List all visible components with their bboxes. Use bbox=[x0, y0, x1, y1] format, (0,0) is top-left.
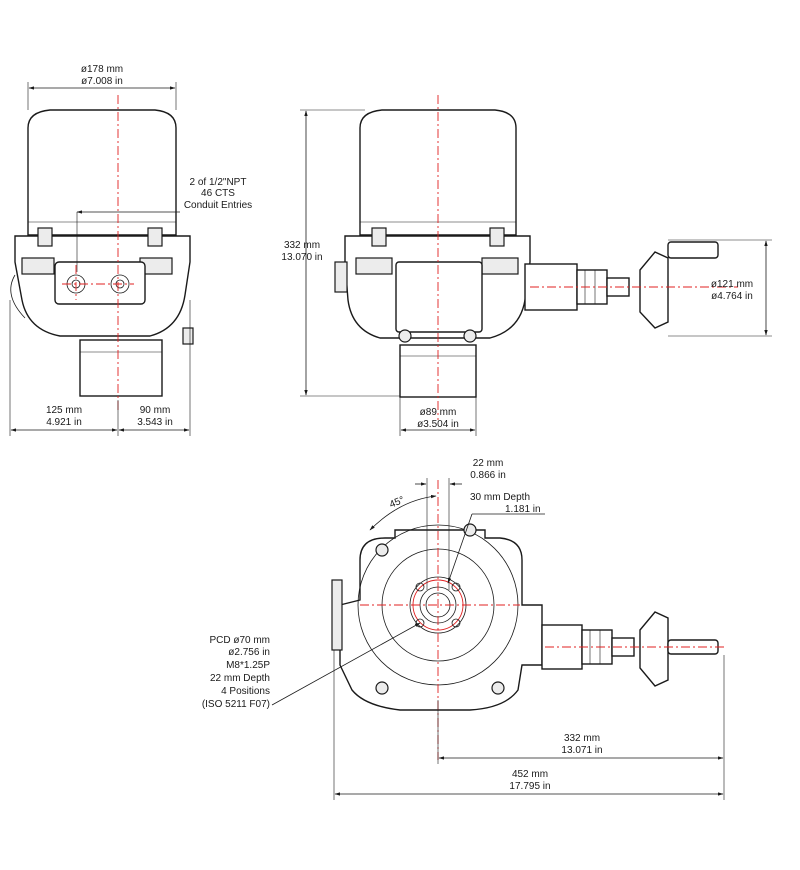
front-right-in: 3.543 in bbox=[137, 417, 173, 428]
conduit-label-1: 2 of 1/2"NPT bbox=[190, 177, 247, 188]
top-reach-mm: 332 mm bbox=[564, 733, 600, 744]
front-width-in: ø7.008 in bbox=[81, 76, 123, 87]
top-handwheel bbox=[639, 611, 669, 687]
bolt-hole bbox=[451, 618, 461, 628]
top-view: 22 mm 0.866 in 45° 30 mm Depth 1.181 in … bbox=[202, 458, 725, 800]
side-height-mm: 332 mm bbox=[284, 240, 320, 251]
side-base-mm: ø89 mm bbox=[420, 407, 457, 418]
pcd-label-6: (ISO 5211 F07) bbox=[202, 699, 270, 710]
top-key-mm: 22 mm bbox=[473, 458, 504, 469]
pcd-label-4: 22 mm Depth bbox=[210, 673, 270, 684]
top-depth-in: 1.181 in bbox=[505, 504, 541, 515]
side-height-in: 13.070 in bbox=[281, 252, 322, 263]
front-left-mm: 125 mm bbox=[46, 405, 82, 416]
front-view: ø178 mm ø7.008 in 2 of 1/2"NPT 46 CTS Co… bbox=[9, 64, 252, 436]
front-right-mm: 90 mm bbox=[140, 405, 171, 416]
pcd-label-3: M8*1.25P bbox=[226, 660, 270, 671]
bolt-hole bbox=[415, 582, 425, 592]
side-cover bbox=[359, 109, 517, 236]
side-handwheel-in: ø4.764 in bbox=[711, 291, 753, 302]
front-left-in: 4.921 in bbox=[46, 417, 82, 428]
conduit-block bbox=[54, 261, 146, 305]
top-angle: 45° bbox=[388, 495, 406, 511]
side-handle bbox=[667, 241, 719, 259]
side-handwheel bbox=[639, 251, 669, 329]
pcd-label-2: ø2.756 in bbox=[228, 647, 270, 658]
conduit-entry-2 bbox=[110, 274, 130, 294]
side-base-in: ø3.504 in bbox=[417, 419, 459, 430]
pcd-label-1: PCD ø70 mm bbox=[209, 635, 270, 646]
top-overall-mm: 452 mm bbox=[512, 769, 548, 780]
top-overall-in: 17.795 in bbox=[509, 781, 550, 792]
conduit-label-3: Conduit Entries bbox=[184, 200, 252, 211]
top-key-in: 0.866 in bbox=[470, 470, 506, 481]
bolt-hole bbox=[451, 582, 461, 592]
top-depth-mm: 30 mm Depth bbox=[470, 492, 530, 503]
side-view: 332 mm 13.070 in ø89 mm ø3.504 in ø121 m… bbox=[281, 95, 772, 436]
conduit-label-2: 46 CTS bbox=[201, 188, 235, 199]
front-base bbox=[79, 339, 163, 397]
front-width-mm: ø178 mm bbox=[81, 64, 123, 75]
top-reach-in: 13.071 in bbox=[561, 745, 602, 756]
pcd-label-5: 4 Positions bbox=[221, 686, 270, 697]
side-handwheel-mm: ø121 mm bbox=[711, 279, 753, 290]
front-cover bbox=[27, 109, 177, 236]
top-housing bbox=[339, 529, 543, 711]
